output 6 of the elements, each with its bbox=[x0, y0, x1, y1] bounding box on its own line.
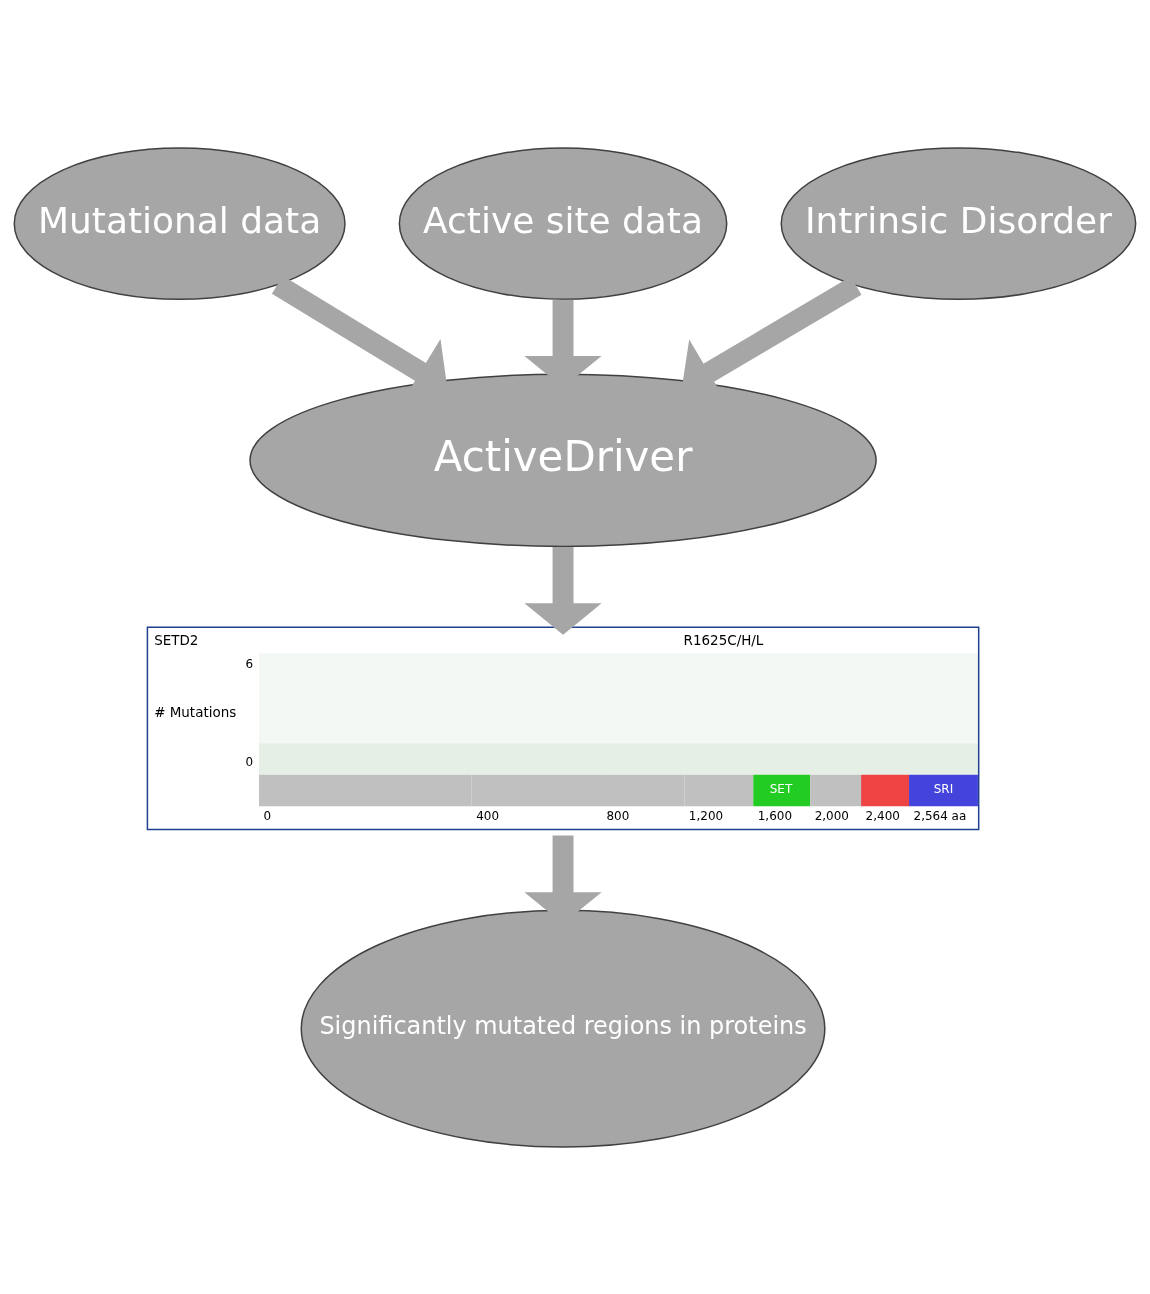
node-ellipse: Mutational data bbox=[13, 146, 346, 300]
node-ellipse: ActiveDriver bbox=[249, 372, 877, 547]
arrow bbox=[524, 546, 602, 635]
node-ellipse: Significantly mutated regions in proteins bbox=[300, 909, 826, 1148]
node-ellipse: Active site data bbox=[398, 146, 728, 300]
node-ellipse: Intrinsic Disorder bbox=[780, 146, 1137, 300]
